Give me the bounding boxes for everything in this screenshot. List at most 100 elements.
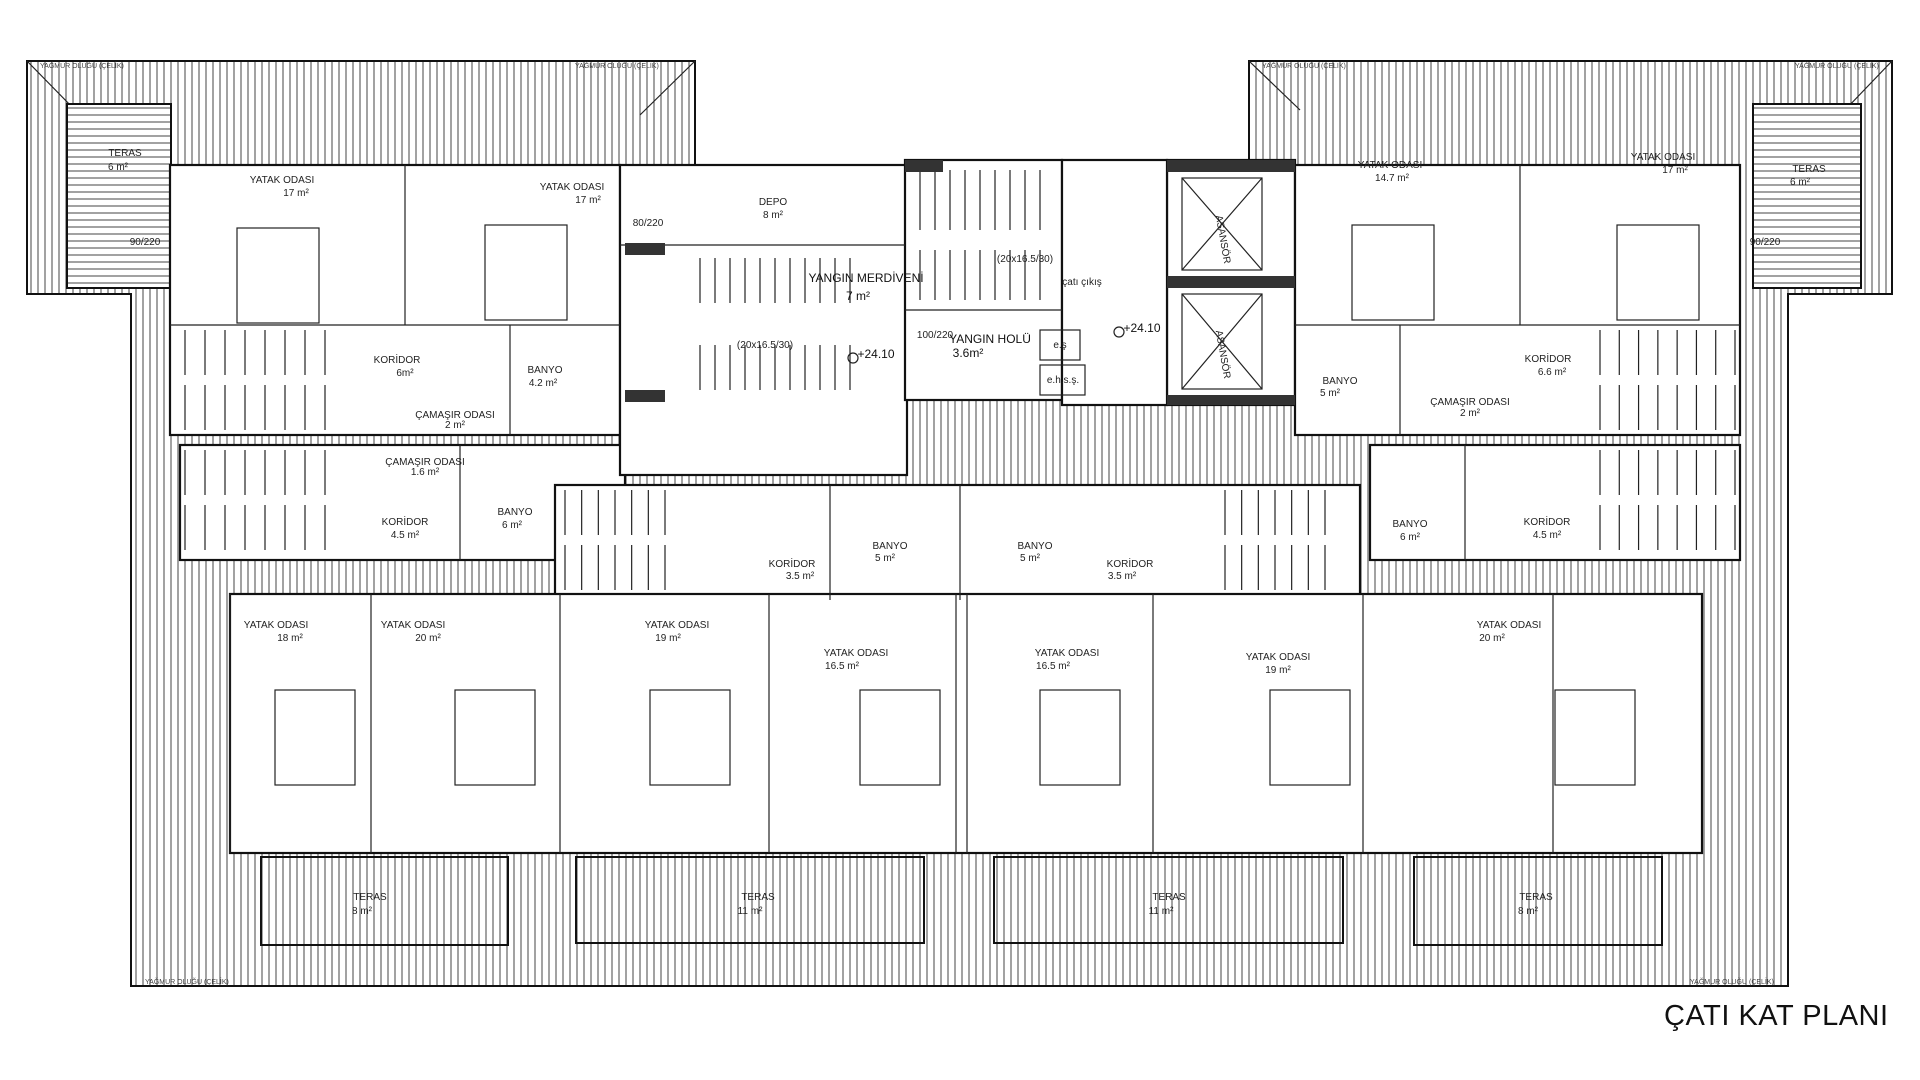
bed (1554, 689, 1636, 786)
roof-ridge-line (1248, 60, 1301, 111)
room-name: YATAK ODASI (1358, 160, 1422, 171)
room-area: 3.5 m² (1108, 571, 1137, 582)
elevator-cabins (1181, 177, 1263, 390)
room-area: 2 m² (1460, 408, 1481, 419)
room-area: 4.5 m² (391, 530, 420, 541)
bedroom-dividers (236, 224, 1700, 853)
room-name: YATAK ODASI (540, 182, 604, 193)
room-area: 17 m² (1662, 165, 1688, 176)
room-area: 19 m² (655, 633, 681, 644)
elevation-mark: +24.10 (857, 347, 894, 361)
room-area: 16.5 m² (1036, 661, 1071, 672)
room-name: YATAK ODASI (1631, 152, 1695, 163)
room-area: 14.7 m² (1375, 173, 1410, 184)
roof-ridge-line (1844, 60, 1893, 111)
elevator-shaft-wall (1167, 276, 1295, 288)
room-name: BANYO (1322, 376, 1357, 387)
room-area: 6 m² (1400, 532, 1421, 543)
room-area: 6m² (396, 368, 414, 379)
stair-spec: (20x16.5/30) (997, 254, 1053, 265)
room-name: YATAK ODASI (645, 620, 709, 631)
room-name: KORİDOR (1525, 352, 1572, 365)
column (905, 160, 943, 172)
room-area: 5 m² (875, 553, 896, 564)
room-name: YATAK ODASI (1035, 648, 1099, 659)
terrace-area: 11 m² (1149, 906, 1174, 917)
room-area: 19 m² (1265, 665, 1291, 676)
stairs (184, 170, 1736, 590)
room-name: BANYO (1392, 519, 1427, 530)
room-area: 18 m² (277, 633, 303, 644)
terrace-name: TERAS (741, 892, 775, 903)
plan-title: ÇATI KAT PLANI (1664, 1000, 1889, 1032)
room-labels-mid: KORİDOR 6m² BANYO 4.2 m² ÇAMAŞIR ODASI 2… (374, 352, 1572, 582)
walls (168, 158, 1742, 855)
bed (484, 224, 568, 321)
gutter-label: YAĞMUR OLUĞU (ÇELİK) (1795, 61, 1879, 70)
room-name: BANYO (1017, 541, 1052, 552)
room-labels-top: TERAS 6 m² YATAK ODASI 17 m² YATAK ODASI… (108, 148, 1826, 360)
bed (1269, 689, 1351, 786)
bed (1351, 224, 1435, 321)
room-name: YANGIN MERDİVENİ (808, 271, 923, 285)
room-name: TERAS (108, 148, 142, 159)
terrace-name: TERAS (353, 892, 387, 903)
stair-spec: (20x16.5/30) (737, 340, 793, 351)
room-name: YATAK ODASI (1477, 620, 1541, 631)
room-name: YATAK ODASI (250, 175, 314, 186)
elevation-mark: +24.10 (1123, 321, 1160, 335)
room-name: YATAK ODASI (244, 620, 308, 631)
room-name: ÇAMAŞIR ODASI (385, 457, 464, 468)
room-name: KORİDOR (1107, 557, 1154, 570)
door-size: 90/220 (130, 237, 161, 248)
terrace-bottom-1 (260, 856, 509, 946)
room-area: 6 m² (1790, 177, 1811, 188)
room-area: 20 m² (1479, 633, 1505, 644)
roof-ridge-line (26, 60, 76, 111)
terrace-name: TERAS (1519, 892, 1553, 903)
bed (859, 689, 941, 786)
room-name: YANGIN HOLÜ (949, 332, 1031, 346)
gutter-label: YAĞMUR OLUĞU (ÇELİK) (575, 61, 659, 70)
room-name: KORİDOR (374, 353, 421, 366)
room-area: 3.5 m² (786, 571, 815, 582)
room-area: 20 m² (415, 633, 441, 644)
interior-partitions (170, 165, 1740, 853)
elevator-shaft-wall (1167, 395, 1295, 405)
room-area: 5 m² (1320, 388, 1341, 399)
room-area: 1.6 m² (411, 467, 440, 478)
room-name: BANYO (872, 541, 907, 552)
terrace-bottom-3 (993, 856, 1344, 944)
terrace-area: 8 m² (1518, 906, 1539, 917)
room-area: 6.6 m² (1538, 367, 1567, 378)
room-name: ÇAMAŞIR ODASI (415, 410, 494, 421)
room-area: 7 m² (846, 289, 870, 303)
bed (1616, 224, 1700, 321)
room-name: DEPO (759, 197, 788, 208)
gutter-label: YAĞMUR OLUĞU (ÇELİK) (40, 61, 124, 70)
elevator-shaft-wall (1167, 160, 1295, 172)
room-name: KORİDOR (769, 557, 816, 570)
bed (1039, 689, 1121, 786)
terrace-name: TERAS (1152, 892, 1186, 903)
room-name: TERAS (1792, 164, 1826, 175)
room-name: ÇAMAŞIR ODASI (1430, 397, 1509, 408)
roof-exit-label: çatı çıkış (1062, 277, 1101, 288)
terrace-area: 8 m² (352, 906, 373, 917)
door-size: 90/220 (1750, 237, 1781, 248)
column (625, 390, 665, 402)
room-area: 5 m² (1020, 553, 1041, 564)
bed (454, 689, 536, 786)
room-area: 4.2 m² (529, 378, 558, 389)
room-area: 2 m² (445, 420, 466, 431)
room-area: 17 m² (575, 195, 601, 206)
room-name: YATAK ODASI (381, 620, 445, 631)
core-labels: ASANSÖR ASANSÖR e.ş e.h.s.ş. çatı çıkış … (130, 214, 1781, 396)
room-area: 17 m² (283, 188, 309, 199)
gutter-label: YAĞMUR OLUĞU (ÇELİK) (1262, 61, 1346, 70)
room-name: BANYO (527, 365, 562, 376)
door-size: 100/220 (917, 330, 954, 341)
room-name: YATAK ODASI (1246, 652, 1310, 663)
column (625, 243, 665, 255)
